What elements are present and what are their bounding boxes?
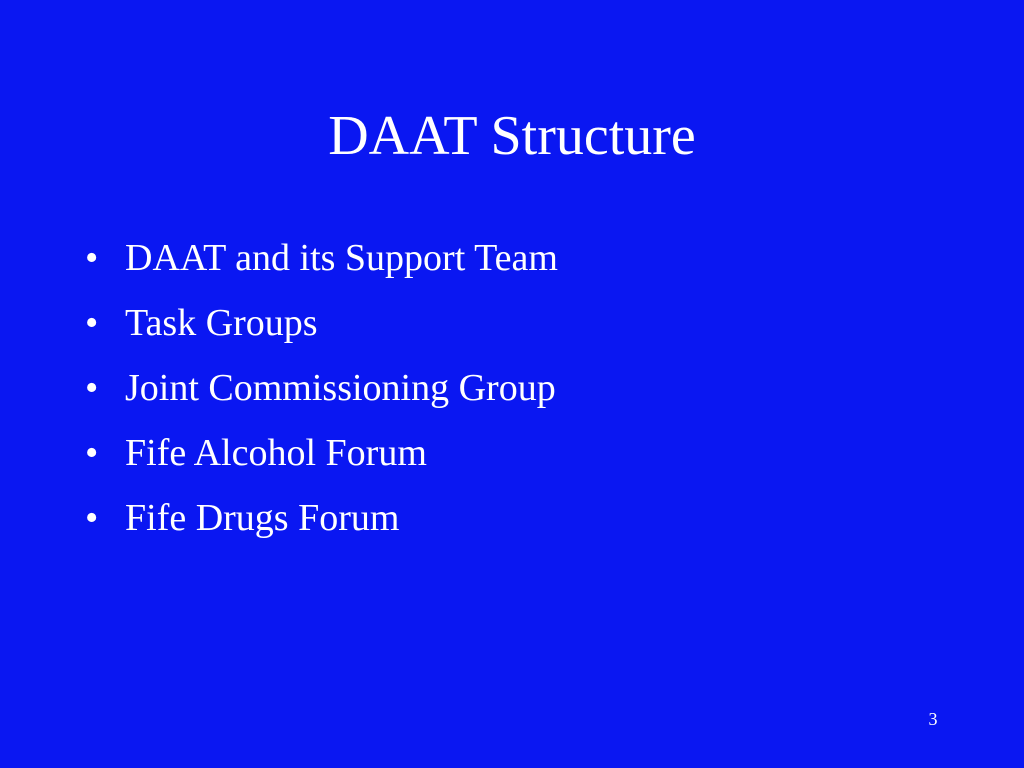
bullet-text: Fife Drugs Forum [125,497,400,539]
bullet-text: Joint Commissioning Group [125,367,556,409]
bullet-item: • Task Groups [85,291,965,356]
bullet-item: • Fife Alcohol Forum [85,421,965,486]
bullet-text: Fife Alcohol Forum [125,432,427,474]
bullet-item: • Joint Commissioning Group [85,356,965,421]
bullet-icon: • [85,497,99,539]
bullet-icon: • [85,302,99,344]
page-number: 3 [928,709,938,729]
bullet-item: • Fife Drugs Forum [85,486,965,551]
bullet-icon: • [85,367,99,409]
bullet-icon: • [85,432,99,474]
bullet-icon: • [85,237,99,279]
bullet-list: • DAAT and its Support Team • Task Group… [85,226,965,551]
bullet-text: Task Groups [125,302,318,344]
bullet-item: • DAAT and its Support Team [85,226,965,291]
slide-title: DAAT Structure [328,105,696,167]
bullet-text: DAAT and its Support Team [125,237,558,279]
